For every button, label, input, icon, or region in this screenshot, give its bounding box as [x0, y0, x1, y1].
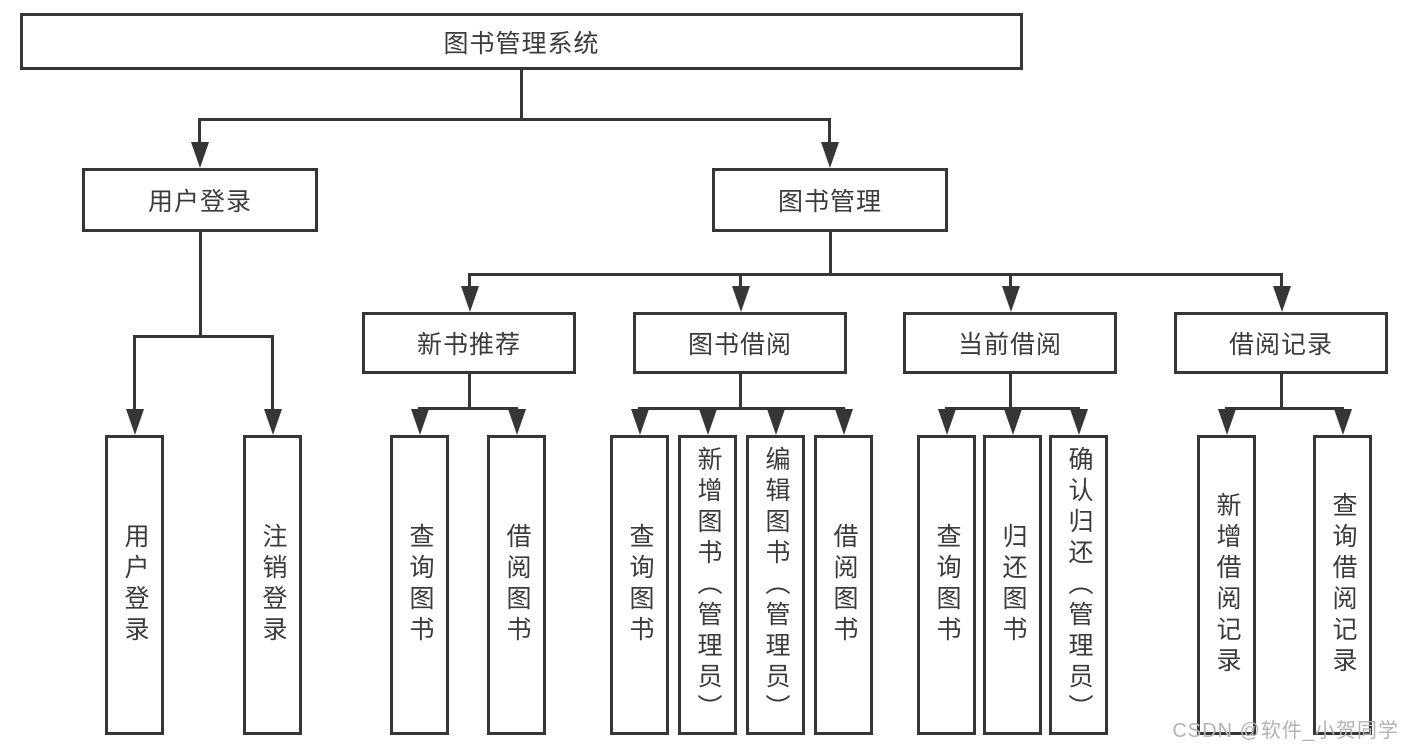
- connector-rail: [198, 118, 831, 121]
- node-book-management: 图书管理: [712, 168, 948, 232]
- leaf-label: 新增图书（管理员）: [694, 445, 722, 725]
- leaf-records-query-record: 查询借阅记录: [1313, 435, 1372, 735]
- connector-arrow-drop: [1280, 273, 1283, 286]
- connector-stem: [468, 374, 471, 407]
- node-library-system: 图书管理系统: [20, 13, 1023, 70]
- leaf-current-return-books: 归还图书: [983, 435, 1042, 735]
- connector-arrow-drop: [198, 118, 201, 142]
- leaf-label: 注销登录: [259, 523, 287, 647]
- connector-rail: [418, 407, 518, 410]
- leaf-label: 查询图书: [406, 523, 434, 647]
- leaf-label: 借阅图书: [830, 523, 858, 647]
- connector-arrow-drop: [774, 407, 777, 409]
- connector-arrow-drop: [706, 407, 709, 409]
- leaf-label: 查询借阅记录: [1329, 492, 1357, 678]
- leaf-current-query-books: 查询图书: [917, 435, 976, 735]
- connector-stem: [739, 374, 742, 407]
- connector-arrow-drop: [638, 407, 641, 409]
- leaf-label: 借阅图书: [503, 523, 531, 647]
- leaf-borrowing-add-books-admin: 新增图书（管理员）: [678, 435, 737, 735]
- node-current-borrowing: 当前借阅: [903, 312, 1117, 374]
- connector-rail: [1225, 407, 1344, 410]
- connector-arrow-drop: [133, 335, 136, 409]
- connector-rail: [468, 273, 1282, 276]
- leaf-borrowing-edit-books-admin: 编辑图书（管理员）: [746, 435, 805, 735]
- connector-arrow-drop: [1341, 407, 1344, 409]
- leaf-label: 确认归还（管理员）: [1065, 445, 1093, 725]
- connector-stem: [199, 232, 202, 335]
- connector-arrow-drop: [1077, 407, 1080, 409]
- connector-stem: [1009, 374, 1012, 407]
- connector-stem: [829, 232, 832, 273]
- leaf-label: 查询图书: [933, 523, 961, 647]
- connector-arrow-drop: [271, 335, 274, 409]
- leaf-label: 新增借阅记录: [1213, 492, 1241, 678]
- leaf-label: 归还图书: [999, 523, 1027, 647]
- node-user-login: 用户登录: [82, 168, 318, 232]
- connector-arrow-drop: [515, 407, 518, 409]
- leaf-user-login: 用户登录: [105, 435, 164, 735]
- leaf-label: 查询图书: [626, 523, 654, 647]
- connector-stem: [520, 70, 523, 118]
- connector-rail: [133, 335, 274, 338]
- leaf-logout: 注销登录: [243, 435, 302, 735]
- csdn-watermark: CSDN @软件_小贺同学: [1172, 720, 1399, 742]
- node-new-book-recommendation: 新书推荐: [362, 312, 576, 374]
- leaf-borrowing-borrow-books: 借阅图书: [814, 435, 873, 735]
- connector-arrow-drop: [418, 407, 421, 409]
- node-borrowing-records: 借阅记录: [1174, 312, 1388, 374]
- leaf-newrec-borrow-books: 借阅图书: [487, 435, 546, 735]
- connector-arrow-drop: [828, 118, 831, 142]
- connector-arrow-drop: [739, 273, 742, 286]
- connector-arrow-drop: [1009, 273, 1012, 286]
- leaf-current-confirm-return-admin: 确认归还（管理员）: [1049, 435, 1108, 735]
- node-book-borrowing: 图书借阅: [633, 312, 847, 374]
- connector-arrow-drop: [1225, 407, 1228, 409]
- connector-arrow-drop: [1011, 407, 1014, 409]
- leaf-records-add-record: 新增借阅记录: [1197, 435, 1256, 735]
- connector-arrow-drop: [842, 407, 845, 409]
- connector-arrow-drop: [468, 273, 471, 286]
- connector-rail: [638, 407, 845, 410]
- connector-arrow-drop: [945, 407, 948, 409]
- leaf-borrowing-query-books: 查询图书: [610, 435, 669, 735]
- leaf-label: 用户登录: [121, 523, 149, 647]
- leaf-newrec-query-books: 查询图书: [390, 435, 449, 735]
- leaf-label: 编辑图书（管理员）: [762, 445, 790, 725]
- connector-stem: [1280, 374, 1283, 407]
